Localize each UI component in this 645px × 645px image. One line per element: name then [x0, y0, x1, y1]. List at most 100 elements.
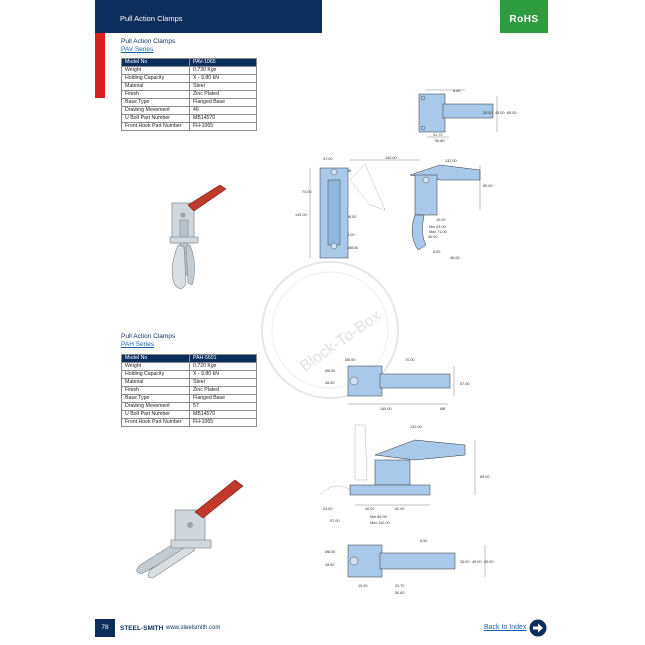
dim: 50.80 — [435, 139, 445, 143]
footer-url-link[interactable]: www.steelsmith.com — [166, 625, 221, 631]
dim: M8 — [346, 169, 351, 173]
spec-label: Base Type — [121, 98, 190, 107]
dim: 15.00 — [345, 233, 355, 237]
dim: 8.50 — [420, 539, 427, 543]
dim: 8.00 — [433, 250, 440, 254]
section1-series-link[interactable]: PAV Series — [121, 46, 154, 53]
dim: 45.00 — [472, 560, 482, 564]
spec-label: Drawing Movement — [121, 402, 190, 411]
spec-label: Material — [121, 82, 190, 91]
spec-label: Material — [121, 378, 190, 387]
spec-value: 0.730 Kgs — [189, 66, 257, 75]
red-accent-strip — [95, 33, 105, 98]
spec-label: Front Hook Part Number — [121, 418, 190, 427]
dim: 46.00 — [450, 256, 460, 260]
pav-front-side-drawing: 47.00 140.00 132.00 M8 70.00 89.00 145.0… — [295, 156, 493, 260]
spec-value: 0.720 Kgs — [189, 362, 257, 371]
dim: 19.00 — [358, 584, 368, 588]
dim: 145.00 — [295, 213, 307, 217]
dim: 62.00 — [395, 507, 405, 511]
dim: 145.00 — [380, 407, 392, 411]
dim: 47.00 — [323, 157, 333, 161]
page-number: 78 — [95, 619, 115, 637]
section1-title: Pull Action Clamps — [121, 38, 176, 45]
dim: 89.00 — [480, 475, 490, 479]
spec-label: Drawing Movement — [121, 106, 190, 115]
spec-label: Model No — [121, 58, 190, 67]
dim: 132.00 — [445, 159, 457, 163]
spec-value: FH-1065 — [189, 122, 257, 131]
dim: 50.80 — [395, 591, 405, 595]
arrow-right-icon[interactable] — [529, 619, 547, 637]
spec-label: Weight — [121, 362, 190, 371]
dim: Min 43.00 — [429, 225, 446, 229]
dim: 45.00 — [495, 111, 505, 115]
spec-label: Weight — [121, 66, 190, 75]
spec-label: Model No — [121, 354, 190, 363]
section2-series-link[interactable]: PAH Series — [121, 341, 155, 348]
dim: 140.00 — [385, 156, 397, 160]
dim: 28.50 — [325, 381, 335, 385]
spec-label: U Bolt Part Number — [121, 410, 190, 419]
header-title: Pull Action Clamps — [120, 14, 183, 23]
dim: Ø8.50 — [348, 246, 358, 250]
dim: Min 65.00 — [370, 515, 387, 519]
back-to-index-link[interactable]: Back to Index — [484, 624, 527, 631]
watermark-logo: Block-To-Box — [261, 261, 399, 399]
spec-label: Holding Capacity — [121, 370, 190, 379]
dim: 67.00 — [460, 382, 470, 386]
spec-value: X - 9.80 kN — [189, 370, 257, 379]
dim: 65.00 — [484, 560, 494, 564]
dim: 57.00 — [330, 519, 340, 523]
footer-brand: STEEL-SMITH — [120, 625, 164, 632]
pah-bottom-view-drawing: 8.50 Ø8.50 28.50 35.00 45.00 65.00 19.00… — [325, 539, 494, 595]
pah-top-view-drawing: Ø8.00 70.00 Ø8.50 28.50 67.00 145.00 M8 — [325, 358, 470, 411]
spec-value: 46 — [189, 106, 257, 115]
spec-value: X - 9.80 kN — [189, 74, 257, 83]
pav-clamp-photo — [169, 184, 227, 289]
spec-value: MB14570 — [189, 410, 257, 419]
dim: 31.70 — [395, 584, 405, 588]
dim: 35.00 — [460, 560, 470, 564]
pah-side-view-drawing: 132.00 89.00 24.50 57.00 40.00 62.00 Min… — [319, 424, 490, 525]
dim: 132.00 — [410, 425, 422, 429]
spec-value: Flanged Base — [189, 394, 257, 403]
dim: 31.70 — [433, 133, 443, 137]
dim: 28.50 — [325, 563, 335, 567]
spec-value: FH-1065 — [189, 418, 257, 427]
dim: Max 110.00 — [370, 521, 390, 525]
spec-label: Holding Capacity — [121, 74, 190, 83]
dim: 10.00 — [436, 218, 446, 222]
dim: 8.50 — [453, 89, 460, 93]
spec-label: Finish — [121, 90, 190, 99]
spec-value: Steel — [189, 378, 257, 387]
dim: Max 71.00 — [429, 230, 447, 234]
dim: 40.00 — [365, 507, 375, 511]
spec-label: Finish — [121, 386, 190, 395]
spec-label: Front Hook Part Number — [121, 122, 190, 131]
spec-value: Flanged Base — [189, 98, 257, 107]
dim: Ø8.00 — [346, 215, 356, 219]
spec-value: Steel — [189, 82, 257, 91]
dim: 65.00 — [507, 111, 517, 115]
dim: 35.00 — [483, 111, 493, 115]
spec-label: U Bolt Part Number — [121, 114, 190, 123]
spec-label: Base Type — [121, 394, 190, 403]
dim: Ø8.00 — [345, 358, 355, 362]
